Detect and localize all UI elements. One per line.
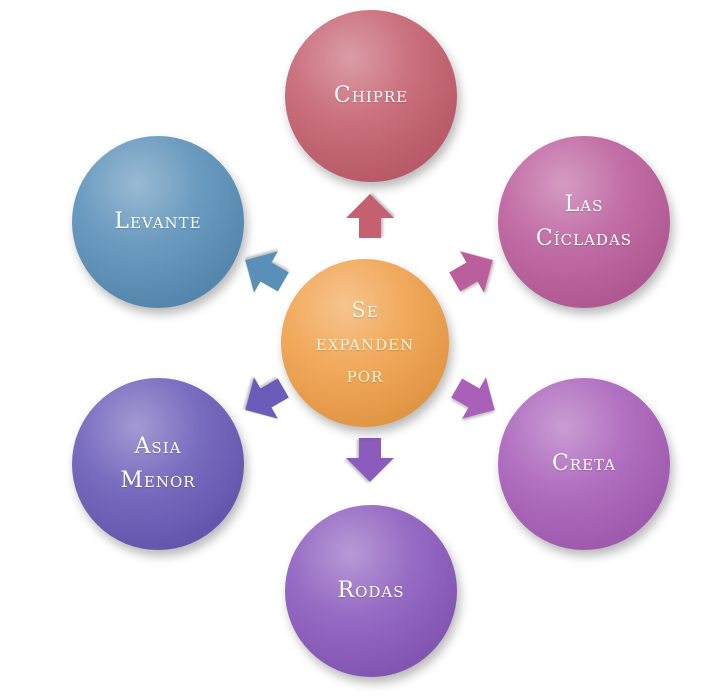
node-chipre-label: Chipre xyxy=(333,82,409,108)
node-creta: Creta xyxy=(498,378,670,550)
node-asia-menor-line1: Asia xyxy=(134,433,182,459)
center-line2: expanden xyxy=(315,330,415,355)
arrow-to-chipre xyxy=(346,194,394,238)
arrow-to-levante xyxy=(245,251,289,293)
node-creta-label: Creta xyxy=(551,450,617,476)
node-asia-menor: Asia Menor xyxy=(72,378,244,550)
arrow-to-asia-menor xyxy=(245,377,289,419)
node-rodas-label: Rodas xyxy=(337,577,405,603)
node-rodas: Rodas xyxy=(285,505,457,677)
node-cicladas-line2: Cícladas xyxy=(535,226,633,251)
node-chipre: Chipre xyxy=(285,10,457,182)
arrow-to-cicladas xyxy=(449,251,493,293)
center-node: Se expanden por xyxy=(281,259,449,427)
arrow-to-creta xyxy=(451,377,495,419)
node-levante: Levante xyxy=(72,136,244,308)
node-cicladas: Las Cícladas xyxy=(498,136,670,308)
node-cicladas-line1: Las xyxy=(564,191,604,217)
node-levante-label: Levante xyxy=(114,208,202,234)
node-asia-menor-line2: Menor xyxy=(120,468,196,493)
arrow-to-rodas xyxy=(346,438,394,482)
center-line1: Se xyxy=(351,298,379,323)
center-line3: por xyxy=(346,363,384,388)
